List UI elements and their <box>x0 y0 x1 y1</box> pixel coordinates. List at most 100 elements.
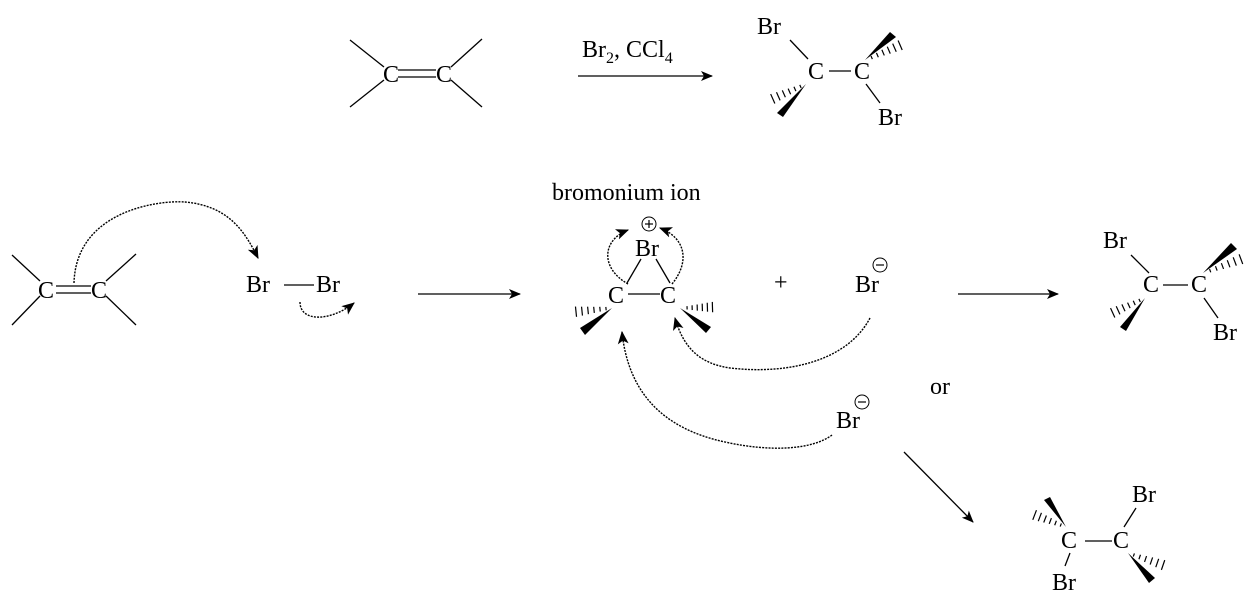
bromine-atom: Br <box>246 272 270 298</box>
bond-c-br <box>1130 254 1150 274</box>
curly-arrow-br-br-heterolysis <box>299 301 355 318</box>
hash-stroke <box>1115 306 1121 315</box>
dibromide-product-bottom: Br C C Br <box>1032 482 1166 596</box>
reagent-br2: Br <box>582 37 606 63</box>
reagent-label: Br2, CCl4 <box>582 37 673 67</box>
hash-stroke <box>1059 523 1062 527</box>
hash-stroke <box>770 93 776 104</box>
hash-stroke <box>1226 260 1231 268</box>
carbon-atom: C <box>383 62 399 88</box>
carbon-atom: C <box>436 62 452 88</box>
bromonium-ion-label: bromonium ion <box>552 180 701 206</box>
hash-stroke <box>870 55 873 60</box>
hash-stroke <box>1121 304 1126 312</box>
hash-stroke <box>799 84 802 89</box>
bromonium-ion: bromonium ion Br C C <box>552 180 714 335</box>
reagent-separator: , <box>614 37 626 63</box>
hash-stroke <box>1048 517 1052 525</box>
hash-stroke <box>1214 265 1218 271</box>
hash-stroke <box>892 43 897 53</box>
bond-c-br-ring <box>626 258 642 284</box>
bromine-atom: Br <box>1052 570 1076 596</box>
hashed-bond <box>1110 298 1141 318</box>
hash-stroke <box>875 52 879 58</box>
hash-stroke <box>1143 555 1148 563</box>
carbon-atom: C <box>91 278 107 304</box>
carbon-atom: C <box>660 283 676 309</box>
hashed-bond <box>1032 509 1062 527</box>
wedge-bond <box>580 308 612 335</box>
mechanism: C C Br Br bromonium ion Br C C <box>11 180 1244 596</box>
hash-stroke <box>1110 307 1116 318</box>
bond-substituent <box>11 295 41 326</box>
reagent-ccl4-subscript: 4 <box>665 50 673 67</box>
or-label: or <box>930 374 950 400</box>
hash-stroke <box>1208 268 1212 273</box>
curly-arrow-bromide-attack-left-carbon <box>617 330 833 449</box>
carbon-atom: C <box>854 59 870 85</box>
hash-stroke <box>1138 554 1142 560</box>
hashed-bond <box>574 306 607 317</box>
carbon-atom: C <box>608 283 624 309</box>
bromide-ion: Br <box>617 330 870 449</box>
alkene-reactant: C C <box>349 38 483 108</box>
bromine-atom: Br <box>757 14 781 40</box>
carbon-atom: C <box>1113 528 1129 554</box>
mechanism-arrow-3 <box>903 451 974 523</box>
bond-substituent <box>450 79 483 108</box>
bond-substituent <box>105 253 137 282</box>
hash-stroke <box>781 90 786 98</box>
hash-stroke <box>1132 553 1135 557</box>
curly-arrow-bromide-attack-right-carbon <box>673 316 871 371</box>
hash-stroke <box>897 40 903 51</box>
overall-reaction: C C Br2, CCl4 Br C C Br <box>349 14 903 131</box>
wedge-bond <box>1044 497 1066 527</box>
hashed-bond <box>1208 254 1244 273</box>
hash-stroke <box>574 306 578 317</box>
hash-stroke <box>580 306 584 316</box>
hash-stroke <box>587 306 589 315</box>
hash-stroke <box>775 91 781 101</box>
bond-c-br <box>1064 552 1071 567</box>
wedge-bond <box>1128 553 1155 583</box>
hashed-bond <box>870 40 903 60</box>
bond-c-br <box>1203 297 1219 319</box>
bond-substituent <box>349 39 385 68</box>
bond-c-br <box>865 83 881 104</box>
curly-arrow-lone-pair-right <box>658 227 684 285</box>
hash-stroke <box>1238 254 1244 265</box>
carbon-atom: C <box>808 59 824 85</box>
hash-stroke <box>1138 298 1141 303</box>
wedge-bond <box>1203 243 1237 273</box>
bromine-molecule: Br Br <box>246 272 355 318</box>
bromine-atom: Br <box>1132 482 1156 508</box>
hash-stroke <box>1043 515 1047 523</box>
bond-substituent <box>105 295 137 326</box>
reagent-ccl4: CCl <box>626 37 665 63</box>
hash-stroke <box>1149 557 1154 565</box>
wedge-bond <box>1120 298 1145 331</box>
hashed-bond <box>770 84 802 104</box>
hash-stroke <box>1132 300 1136 306</box>
bromine-atom: Br <box>1103 228 1127 254</box>
hash-stroke <box>886 46 891 54</box>
bromine-atom: Br <box>878 105 902 131</box>
hash-stroke <box>881 49 885 56</box>
bond-c-br <box>789 39 809 60</box>
hash-stroke <box>1032 509 1038 521</box>
hash-stroke <box>1232 257 1237 266</box>
hash-stroke <box>593 306 595 313</box>
bond-substituent <box>11 254 41 282</box>
alkene-nucleophile: C C <box>11 253 137 326</box>
hashed-bond <box>1132 553 1166 571</box>
bromide-ion: Br <box>673 257 888 371</box>
carbon-atom: C <box>1061 528 1077 554</box>
bond-c-br-ring <box>655 258 671 284</box>
bromine-atom: Br <box>316 272 340 298</box>
hash-stroke <box>787 88 792 95</box>
carbon-atom: C <box>1191 272 1207 298</box>
bromine-atom: Br <box>836 408 860 434</box>
bond-substituent <box>450 38 483 68</box>
wedge-bond <box>680 308 711 333</box>
